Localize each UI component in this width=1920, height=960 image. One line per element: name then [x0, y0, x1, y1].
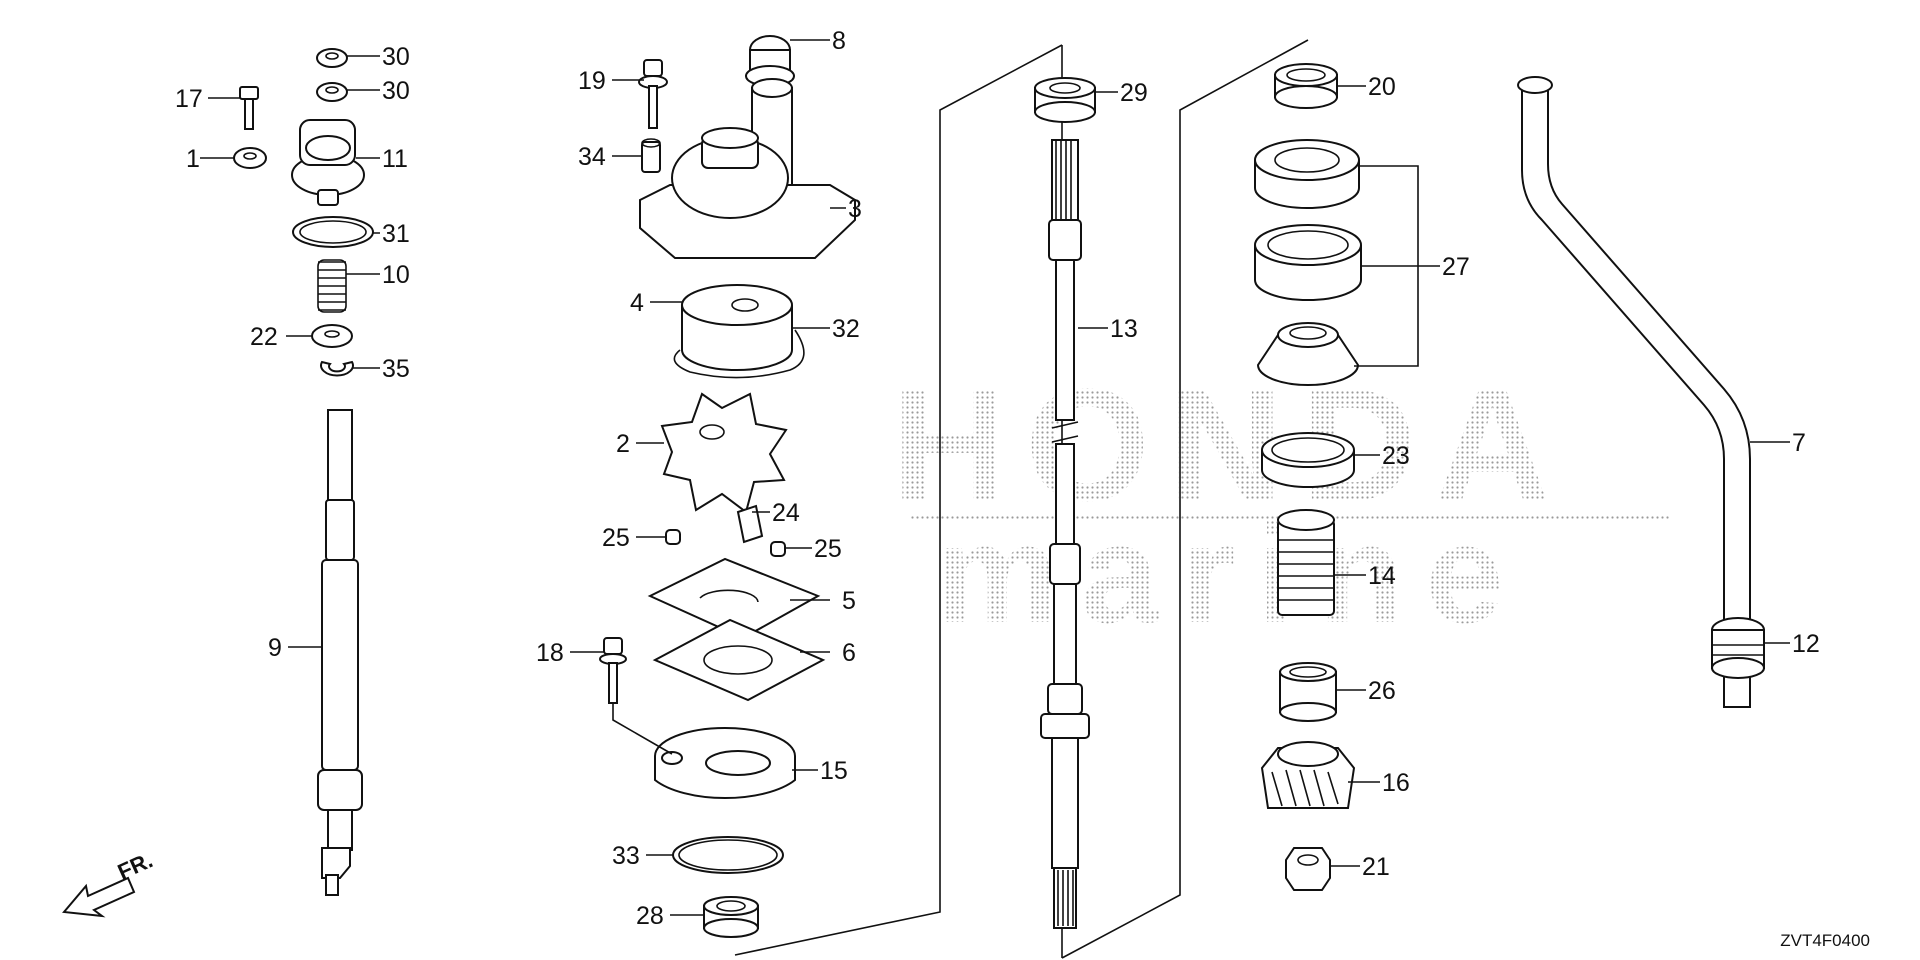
callout-30b: 30: [382, 77, 410, 105]
drive-shaft-13: [1040, 139, 1090, 929]
callout-19: 19: [578, 67, 606, 95]
callout-23: 23: [1382, 442, 1410, 470]
callout-34: 34: [578, 143, 606, 171]
clip-35: [320, 360, 354, 377]
callout-27: 27: [1442, 253, 1470, 281]
seal-29: [1034, 77, 1096, 123]
washer-1: [233, 147, 267, 169]
bolt-18-guide: [612, 703, 673, 755]
impeller-2: [660, 392, 788, 514]
callout-13: 13: [1110, 315, 1138, 343]
callout-31: 31: [382, 220, 410, 248]
callout-6: 6: [842, 639, 856, 667]
pin-25a: [665, 529, 681, 545]
spring-10: [317, 259, 347, 313]
callout-8: 8: [832, 27, 846, 55]
pump-housing-3: [639, 78, 856, 259]
front-direction-label: FR.: [114, 847, 157, 884]
race-27b: [1254, 224, 1362, 301]
callout-29: 29: [1120, 79, 1148, 107]
callout-25a: 25: [602, 524, 630, 552]
callout-7: 7: [1792, 429, 1806, 457]
collar-34: [641, 138, 661, 173]
water-tube-7: [1517, 76, 1751, 708]
callout-21: 21: [1362, 853, 1390, 881]
pin-25b: [770, 541, 786, 557]
callout-15: 15: [820, 757, 848, 785]
callout-26: 26: [1368, 677, 1396, 705]
plate-5: [647, 557, 821, 640]
callout-1: 1: [186, 145, 200, 173]
washer-30b: [316, 82, 348, 102]
callout-9: 9: [268, 634, 282, 662]
callout-24: 24: [772, 499, 800, 527]
callout-33: 33: [612, 842, 640, 870]
callout-35: 35: [382, 355, 410, 383]
seal-28: [703, 896, 759, 938]
nut-21: [1285, 847, 1331, 891]
plate-15: [654, 727, 796, 800]
bearing-27a: [1254, 139, 1360, 209]
gasket-32: [673, 329, 805, 379]
bolt-18: [599, 637, 627, 704]
bearing-27c: [1256, 322, 1360, 386]
callout-18: 18: [536, 639, 564, 667]
bearing-26: [1279, 662, 1337, 722]
callout-20: 20: [1368, 73, 1396, 101]
callout-17: 17: [175, 85, 203, 113]
callout-22: 22: [250, 323, 278, 351]
callout-32: 32: [832, 315, 860, 343]
liner-4: [681, 284, 793, 371]
callout-4: 4: [630, 289, 644, 317]
leader-lines: [200, 39, 1790, 916]
key-24: [736, 504, 764, 544]
callout-2: 2: [616, 430, 630, 458]
callout-16: 16: [1382, 769, 1410, 797]
watermark-line2: marine: [934, 495, 1525, 652]
pinion-16: [1260, 741, 1356, 809]
washer-22: [311, 324, 353, 348]
callout-11: 11: [382, 145, 408, 173]
callout-28: 28: [636, 902, 664, 930]
callouts: 30 30 17 1 11 31 10 22 35 9 19 8 34 3 4 …: [175, 27, 1820, 930]
callout-10: 10: [382, 261, 410, 289]
washer-30a: [316, 48, 348, 68]
nut-20: [1274, 63, 1338, 109]
callout-14: 14: [1368, 562, 1396, 590]
callout-25b: 25: [814, 535, 842, 563]
gasket-6: [652, 618, 826, 702]
bolt-17: [239, 86, 259, 130]
callout-5: 5: [842, 587, 856, 615]
watermark-line1: HONDA: [892, 355, 1569, 534]
o-ring-33: [672, 836, 784, 874]
front-direction-arrow-icon: [62, 876, 136, 918]
shaft-9: [317, 409, 363, 896]
watermark: HONDA marine: [892, 355, 1670, 652]
callout-3: 3: [848, 195, 862, 223]
cap-11: [291, 119, 365, 206]
race-23: [1261, 432, 1355, 488]
diagram-code: ZVT4F0400: [1780, 931, 1870, 950]
o-ring-31: [292, 216, 374, 248]
grommet-12: [1711, 617, 1765, 679]
callout-30a: 30: [382, 43, 410, 71]
bolt-19: [638, 59, 668, 129]
callout-12: 12: [1792, 630, 1820, 658]
spacer-14: [1277, 509, 1335, 616]
